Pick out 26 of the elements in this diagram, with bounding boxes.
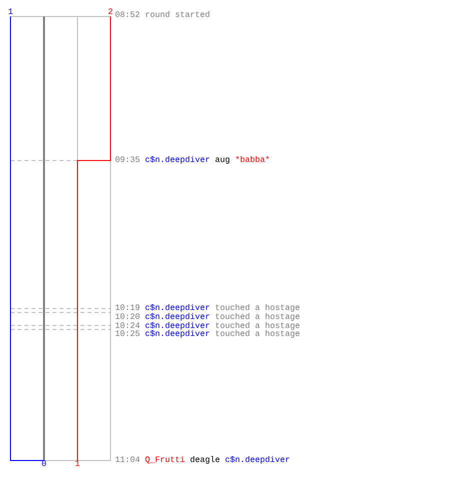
timestamp: 10:20 (115, 312, 140, 320)
player-name: c$n.deepdiver (145, 322, 210, 330)
player-name: c$n.deepdiver (145, 330, 210, 338)
event-text: touched a hostage (215, 304, 300, 312)
count-label: 1 (8, 8, 13, 16)
player-name: c$n.deepdiver (145, 304, 210, 312)
timestamp: 10:24 (115, 322, 140, 330)
weapon-name: deagle (190, 456, 220, 464)
timestamp: 08:52 (115, 11, 140, 19)
player-name: c$n.deepdiver (145, 312, 210, 320)
player-name: Q_Frutti (145, 456, 185, 464)
timestamp: 09:35 (115, 156, 140, 164)
event-text: touched a hostage (215, 322, 300, 330)
timestamp: 10:25 (115, 330, 140, 338)
event-text: touched a hostage (215, 312, 300, 320)
count-label: 1 (75, 460, 80, 468)
player-name: c$n.deepdiver (145, 156, 210, 164)
event-text: round started (145, 11, 210, 19)
timestamp: 11:04 (115, 456, 140, 464)
count-label: 0 (42, 460, 46, 468)
player-name: *babba* (235, 156, 270, 164)
event-text: touched a hostage (215, 330, 300, 338)
weapon-name: aug (215, 156, 230, 164)
count-label: 2 (108, 8, 113, 16)
timestamp: 10:19 (115, 304, 140, 312)
player-name: c$n.deepdiver (225, 456, 290, 464)
